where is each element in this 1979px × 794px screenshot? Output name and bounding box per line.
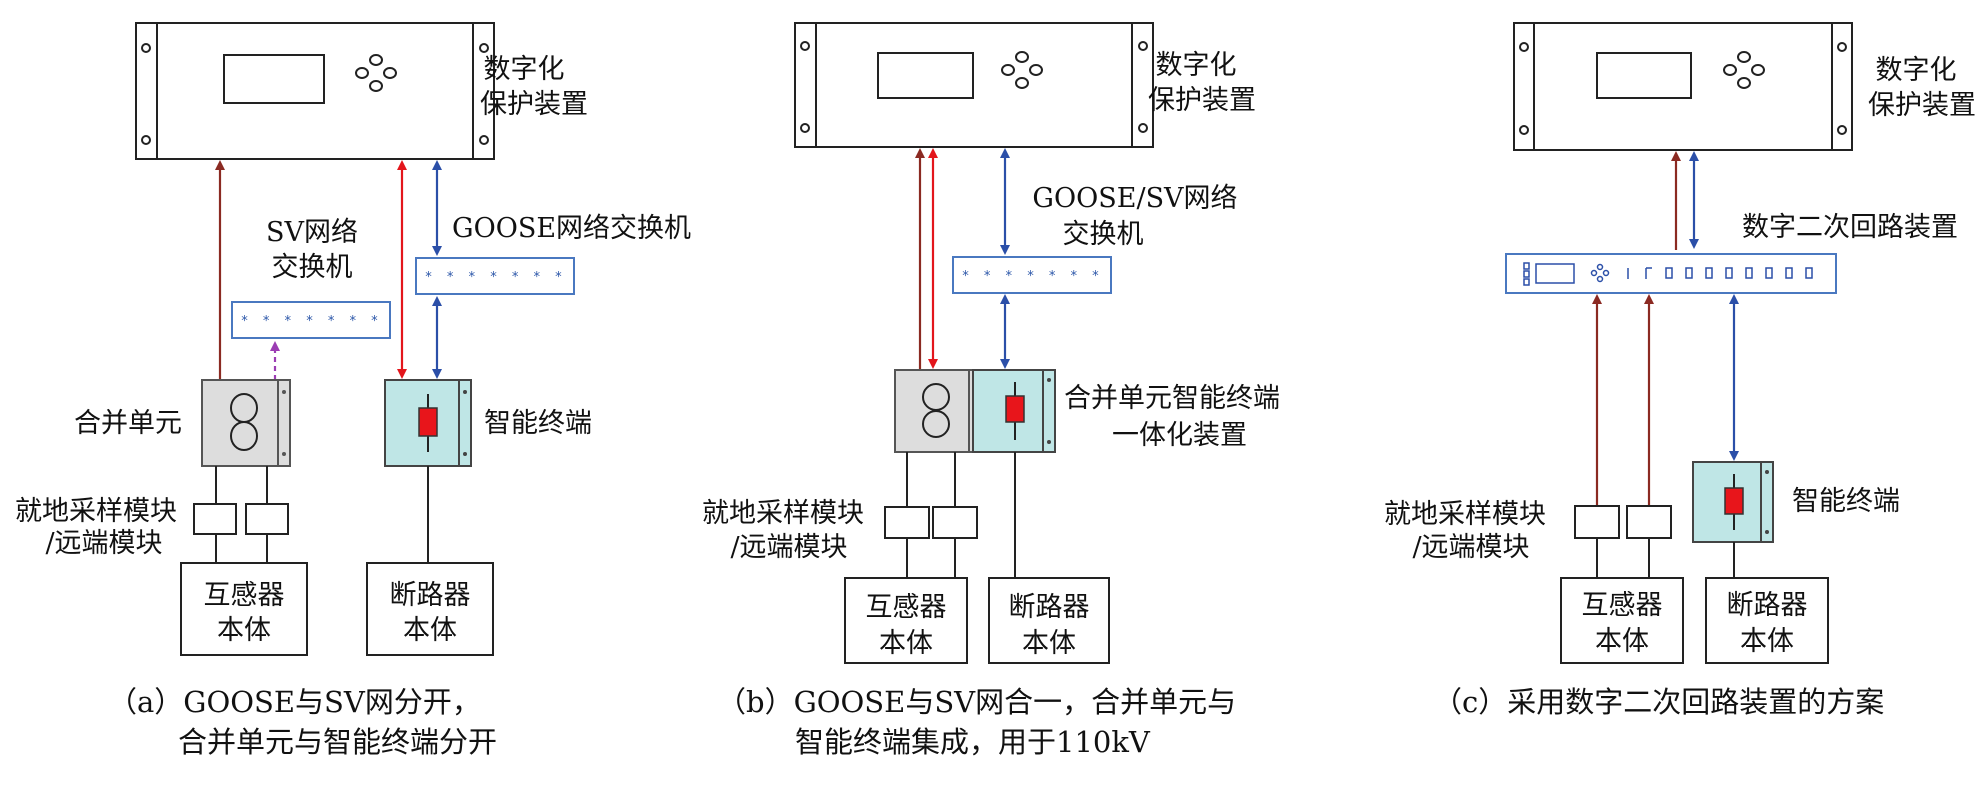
protection-label-line2: 保护装置 [1868, 90, 1976, 121]
panel-a: 数字化 保护装置 * * * * * * * SV网络 交换机 * * * * … [15, 22, 691, 759]
keypad-icon [1723, 51, 1765, 89]
protection-label-line2: 保护装置 [480, 89, 588, 120]
transformer-body [180, 562, 308, 656]
protection-device-c [1513, 22, 1853, 151]
protection-label-line1: 数字化 [484, 54, 565, 85]
intelligent-terminal-label: 智能终端 [484, 408, 592, 439]
combined-label-line1: 合并单元智能终端 [1064, 383, 1280, 414]
sampling-label-line1: 就地采样模块 [15, 496, 177, 527]
switch-ports: * * * * * * * [962, 269, 1103, 284]
breaker-label-line1: 断路器 [390, 580, 471, 611]
display-screen [1596, 52, 1692, 99]
keypad-icon [1001, 51, 1043, 89]
goose-sv-switch [952, 256, 1112, 294]
switch-label-line2: 交换机 [1063, 219, 1144, 250]
keypad-icon [355, 54, 397, 92]
breaker-label-line1: 断路器 [1009, 592, 1090, 623]
sampling-label-line2: /远端模块 [45, 528, 162, 559]
protection-label-line1: 数字化 [1156, 50, 1237, 81]
transformer-label-line2: 本体 [217, 615, 271, 646]
breaker-body [1705, 577, 1829, 664]
sv-switch-label-line1: SV网络 [266, 217, 358, 248]
display-screen [877, 52, 974, 99]
intelligent-terminal-a [384, 379, 472, 467]
sampling-module [1574, 505, 1620, 539]
transformer-label-line1: 互感器 [204, 580, 285, 611]
breaker-label-line1: 断路器 [1727, 590, 1808, 621]
intelligent-terminal-b [972, 369, 1056, 453]
transformer-label-line2: 本体 [879, 628, 933, 659]
sampling-module [1626, 505, 1672, 539]
goose-switch-label: GOOSE网络交换机 [452, 213, 691, 244]
transformer-body [1560, 577, 1684, 664]
transformer-coil-icon [230, 421, 258, 451]
digital-secondary-circuit-device [1505, 253, 1837, 294]
panel-b: 数字化 保护装置 * * * * * * * GOOSE/SV网络 交换机 合并… [702, 22, 1280, 759]
transformer-body [844, 577, 968, 664]
caption-b-line2: 智能终端集成，用于110kV [795, 725, 1151, 759]
transformer-coil-icon [922, 410, 950, 438]
intelligent-terminal-c [1692, 461, 1774, 543]
breaker-body [366, 562, 494, 656]
port-array [1627, 267, 1813, 279]
breaker-symbol-icon [418, 407, 438, 437]
caption-a-line2: 合并单元与智能终端分开 [178, 725, 497, 759]
protection-label-line2: 保护装置 [1148, 85, 1256, 116]
sampling-module [193, 503, 237, 535]
merging-unit-label: 合并单元 [74, 408, 182, 439]
breaker-label-line2: 本体 [1022, 628, 1076, 659]
panel-c: 数字化 保护装置 数字二次回路装置 [1384, 22, 1976, 719]
sampling-label-line1: 就地采样模块 [702, 498, 864, 529]
breaker-label-line2: 本体 [1740, 626, 1794, 657]
sampling-module [932, 506, 978, 539]
sampling-label-line2: /远端模块 [1412, 532, 1529, 563]
display-screen [1535, 263, 1575, 284]
merging-unit-b [894, 369, 982, 453]
transformer-label-line1: 互感器 [866, 592, 947, 623]
sampling-label-line2: /远端模块 [730, 532, 847, 563]
goose-switch [415, 257, 575, 295]
sv-switch-label-line2: 交换机 [272, 252, 353, 283]
breaker-label-line2: 本体 [403, 615, 457, 646]
device-label: 数字二次回路装置 [1742, 212, 1958, 243]
protection-label-line1: 数字化 [1876, 55, 1957, 86]
intelligent-terminal-label: 智能终端 [1792, 486, 1900, 517]
caption-c: （c）采用数字二次回路装置的方案 [1433, 685, 1884, 719]
merging-unit-a [201, 379, 291, 467]
protection-device-b [794, 22, 1154, 148]
caption-a-line1: （a）GOOSE与SV网分开， [108, 685, 481, 719]
transformer-label-line2: 本体 [1595, 626, 1649, 657]
transformer-label-line1: 互感器 [1582, 590, 1663, 621]
protection-device-a [135, 22, 495, 160]
breaker-body [988, 577, 1110, 664]
breaker-symbol-icon [1724, 487, 1744, 515]
sampling-label-line1: 就地采样模块 [1384, 499, 1546, 530]
sampling-module [245, 503, 289, 535]
sampling-module [884, 506, 930, 539]
caption-b-line1: （b）GOOSE与SV网合一，合并单元与 [717, 685, 1236, 719]
keypad-icon [1590, 263, 1610, 283]
switch-label-line1: GOOSE/SV网络 [1032, 183, 1237, 214]
display-screen [223, 54, 325, 104]
sv-switch-ports: * * * * * * * [241, 314, 382, 329]
breaker-symbol-icon [1005, 395, 1025, 423]
sv-switch [231, 301, 391, 339]
goose-switch-ports: * * * * * * * [425, 270, 566, 285]
combined-label-line2: 一体化装置 [1112, 420, 1247, 451]
